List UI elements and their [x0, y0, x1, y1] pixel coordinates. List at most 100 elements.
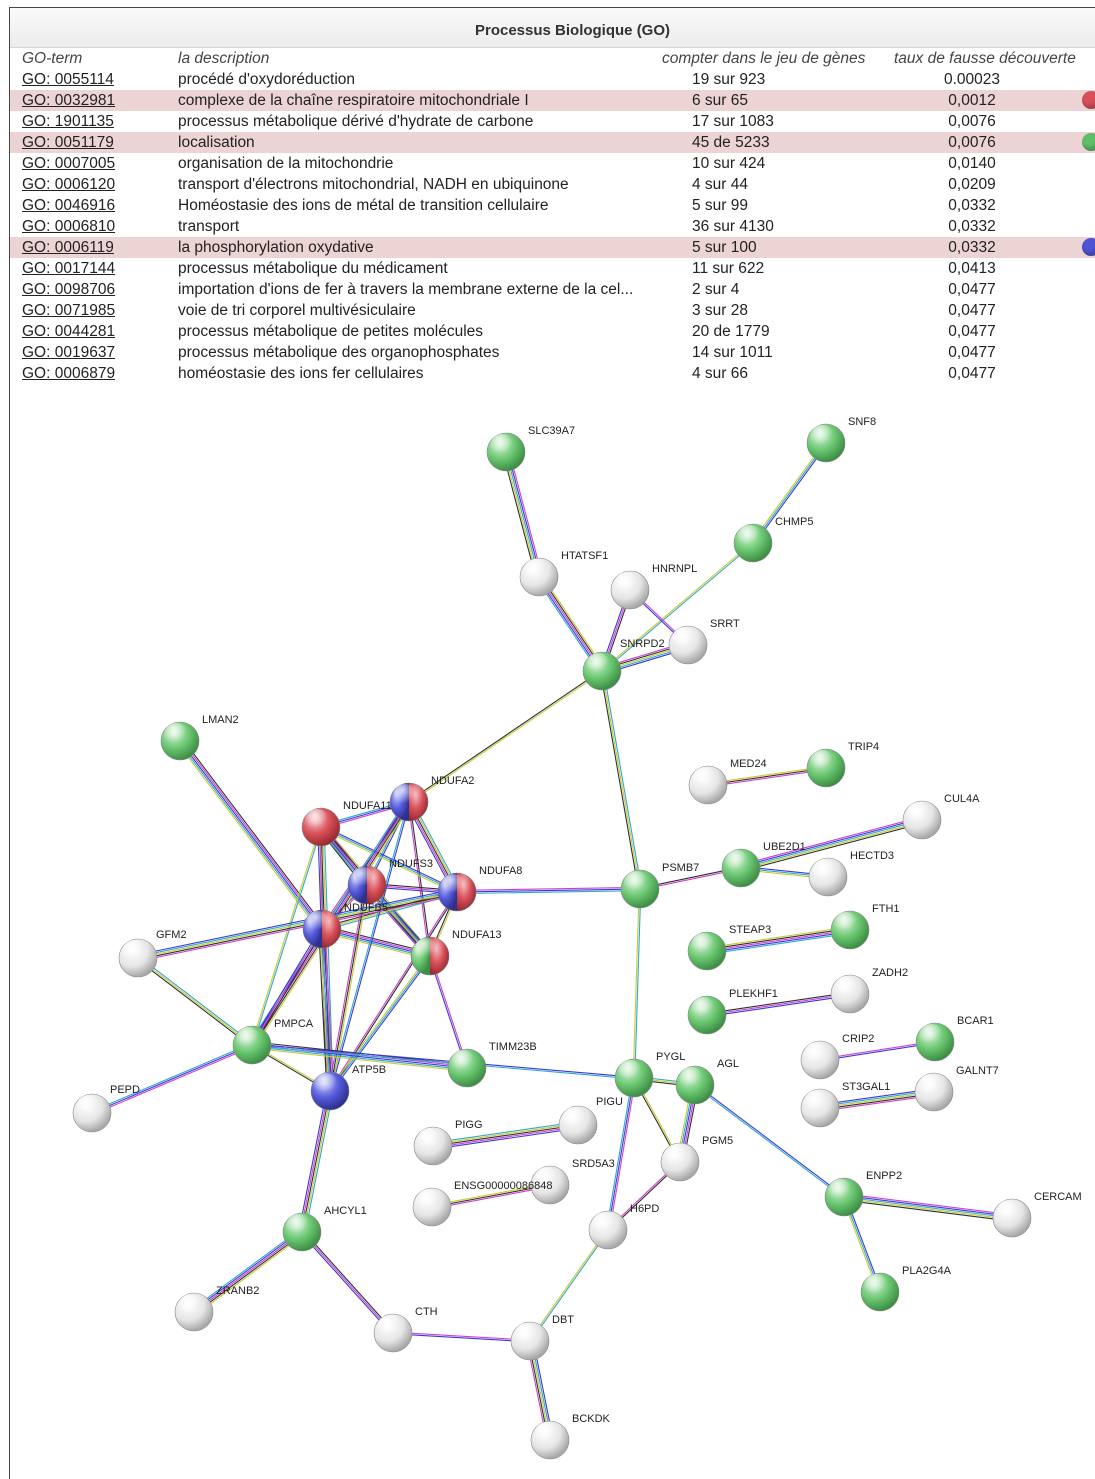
go-term-link[interactable]: GO: 0019637	[22, 343, 116, 361]
edge-ndufb5-atp5b[interactable]	[318, 928, 334, 1092]
edge-ahcyl1-cth[interactable]	[300, 1230, 395, 1335]
go-term-link[interactable]: GO: 0055114	[22, 70, 114, 88]
node-ndufa11[interactable]: NDUFA11	[301, 800, 392, 847]
go-term-link[interactable]: GO: 0032981	[22, 91, 116, 109]
node-gfm2[interactable]: GFM2	[118, 929, 187, 978]
edge-ahcyl1-zranb2[interactable]	[191, 1228, 305, 1316]
edge-ensg00000086848-srd5a3[interactable]	[431, 1182, 551, 1210]
go-term-cell[interactable]: GO: 0098706	[10, 279, 178, 300]
edge-ndufb5-pmpca[interactable]	[250, 927, 324, 1047]
edge-pmpca-pepd[interactable]	[91, 1043, 253, 1115]
node-hectd3[interactable]: HECTD3	[808, 850, 894, 897]
node-crip2[interactable]: CRIP2	[800, 1033, 874, 1080]
node-bcar1[interactable]: BCAR1	[915, 1015, 994, 1062]
go-term-cell[interactable]: GO: 0051179	[10, 132, 178, 153]
node-lman2[interactable]: LMAN2	[160, 714, 239, 761]
node-ndufa2[interactable]: NDUFA2	[389, 775, 474, 822]
go-term-cell[interactable]: GO: 0006879	[10, 363, 178, 384]
go-term-cell[interactable]: GO: 0046916	[10, 195, 178, 216]
edge-agl-enpp2[interactable]	[694, 1083, 845, 1199]
edge-h6pd-dbt[interactable]	[528, 1229, 610, 1342]
go-term-link[interactable]: GO: 0098706	[22, 280, 116, 298]
edge-atp5b-ahcyl1[interactable]	[298, 1090, 334, 1233]
edge-gfm2-pmpca[interactable]	[136, 956, 254, 1047]
edge-enpp2-cercam[interactable]	[843, 1193, 1013, 1222]
go-term-link[interactable]: GO: 0006879	[22, 364, 116, 382]
node-timm23b[interactable]: TIMM23B	[447, 1041, 537, 1088]
go-term-link[interactable]: GO: 0071985	[22, 301, 116, 319]
node-ahcyl1[interactable]: AHCYL1	[282, 1205, 367, 1252]
node-galnt7[interactable]: GALNT7	[914, 1065, 999, 1112]
node-ndufa13[interactable]: NDUFA13	[410, 929, 502, 976]
edge-ndufa2-atp5b[interactable]	[328, 801, 411, 1092]
go-term-cell[interactable]: GO: 0017144	[10, 258, 178, 279]
edge-ube2d1-cul4a[interactable]	[740, 816, 923, 872]
node-pgm5[interactable]: PGM5	[660, 1135, 733, 1182]
go-term-cell[interactable]: GO: 1901135	[10, 111, 178, 132]
edge-ndufa11-ndufa8[interactable]	[320, 825, 458, 894]
node-slc39a7[interactable]: SLC39A7	[486, 425, 575, 472]
node-zranb2[interactable]: ZRANB2	[174, 1285, 259, 1332]
go-term-cell[interactable]: GO: 0044281	[10, 321, 178, 342]
node-enpp2[interactable]: ENPP2	[824, 1170, 902, 1217]
color-swatch-blue[interactable]	[1082, 238, 1095, 256]
go-term-link[interactable]: GO: 0046916	[22, 196, 116, 214]
edge-snrpd2-ndufa2[interactable]	[408, 669, 603, 804]
node-atp5b[interactable]: ATP5B	[310, 1064, 386, 1111]
go-term-link[interactable]: GO: 0006810	[22, 217, 116, 235]
edge-ndufa13-timm23b[interactable]	[428, 955, 469, 1069]
node-ensg00000086848[interactable]: ENSG00000086848	[412, 1180, 552, 1227]
node-dbt[interactable]: DBT	[510, 1314, 574, 1361]
edge-pmpca-pygl[interactable]	[251, 1043, 635, 1080]
node-chmp5[interactable]: CHMP5	[733, 516, 814, 563]
edge-pigg-pigu[interactable]	[432, 1121, 579, 1150]
node-cul4a[interactable]: CUL4A	[902, 793, 980, 840]
node-bckdk[interactable]: BCKDK	[530, 1413, 611, 1460]
go-term-cell[interactable]: GO: 0055114	[10, 69, 178, 90]
go-term-link[interactable]: GO: 1901135	[22, 112, 114, 130]
node-pigu[interactable]: PIGU	[558, 1096, 623, 1145]
node-plekhf1[interactable]: PLEKHF1	[687, 988, 778, 1035]
color-swatch-red[interactable]	[1082, 91, 1095, 109]
node-agl[interactable]: AGL	[675, 1058, 739, 1105]
go-term-link[interactable]: GO: 0044281	[22, 322, 116, 340]
node-ndufa8[interactable]: NDUFA8	[437, 865, 522, 912]
edge-chmp5-snrpd2[interactable]	[601, 541, 754, 673]
node-htatsf1[interactable]: HTATSF1	[519, 550, 608, 597]
go-term-cell[interactable]: GO: 0007005	[10, 153, 178, 174]
node-pygl[interactable]: PYGL	[614, 1051, 685, 1098]
node-psmb7[interactable]: PSMB7	[620, 862, 699, 909]
edge-ndufa11-pmpca[interactable]	[250, 826, 323, 1046]
edge-snf8-chmp5[interactable]	[751, 441, 828, 545]
go-term-link[interactable]: GO: 0006119	[22, 238, 114, 256]
edge-crip2-bcar1[interactable]	[819, 1040, 936, 1062]
node-pepd[interactable]: PEPD	[72, 1084, 140, 1133]
node-pla2g4a[interactable]: PLA2G4A	[860, 1265, 952, 1312]
edge-steap3-fth1[interactable]	[706, 926, 851, 955]
node-ndufb5[interactable]: NDUFB5	[302, 902, 388, 949]
node-srrt[interactable]: SRRT	[668, 618, 740, 665]
node-cercam[interactable]: CERCAM	[992, 1191, 1082, 1238]
node-st3gal1[interactable]: ST3GAL1	[800, 1081, 890, 1128]
edge-ndufa13-atp5b[interactable]	[328, 954, 432, 1093]
node-snf8[interactable]: SNF8	[806, 416, 876, 463]
edge-ndufa2-ndufa13[interactable]	[407, 801, 432, 957]
node-fth1[interactable]: FTH1	[830, 903, 900, 950]
edge-snrpd2-psmb7[interactable]	[599, 670, 643, 890]
edge-med24-trip4[interactable]	[707, 765, 827, 788]
node-cth[interactable]: CTH	[373, 1306, 438, 1353]
edge-gfm2-ndufa8[interactable]	[137, 888, 458, 962]
node-trip4[interactable]: TRIP4	[806, 741, 879, 788]
